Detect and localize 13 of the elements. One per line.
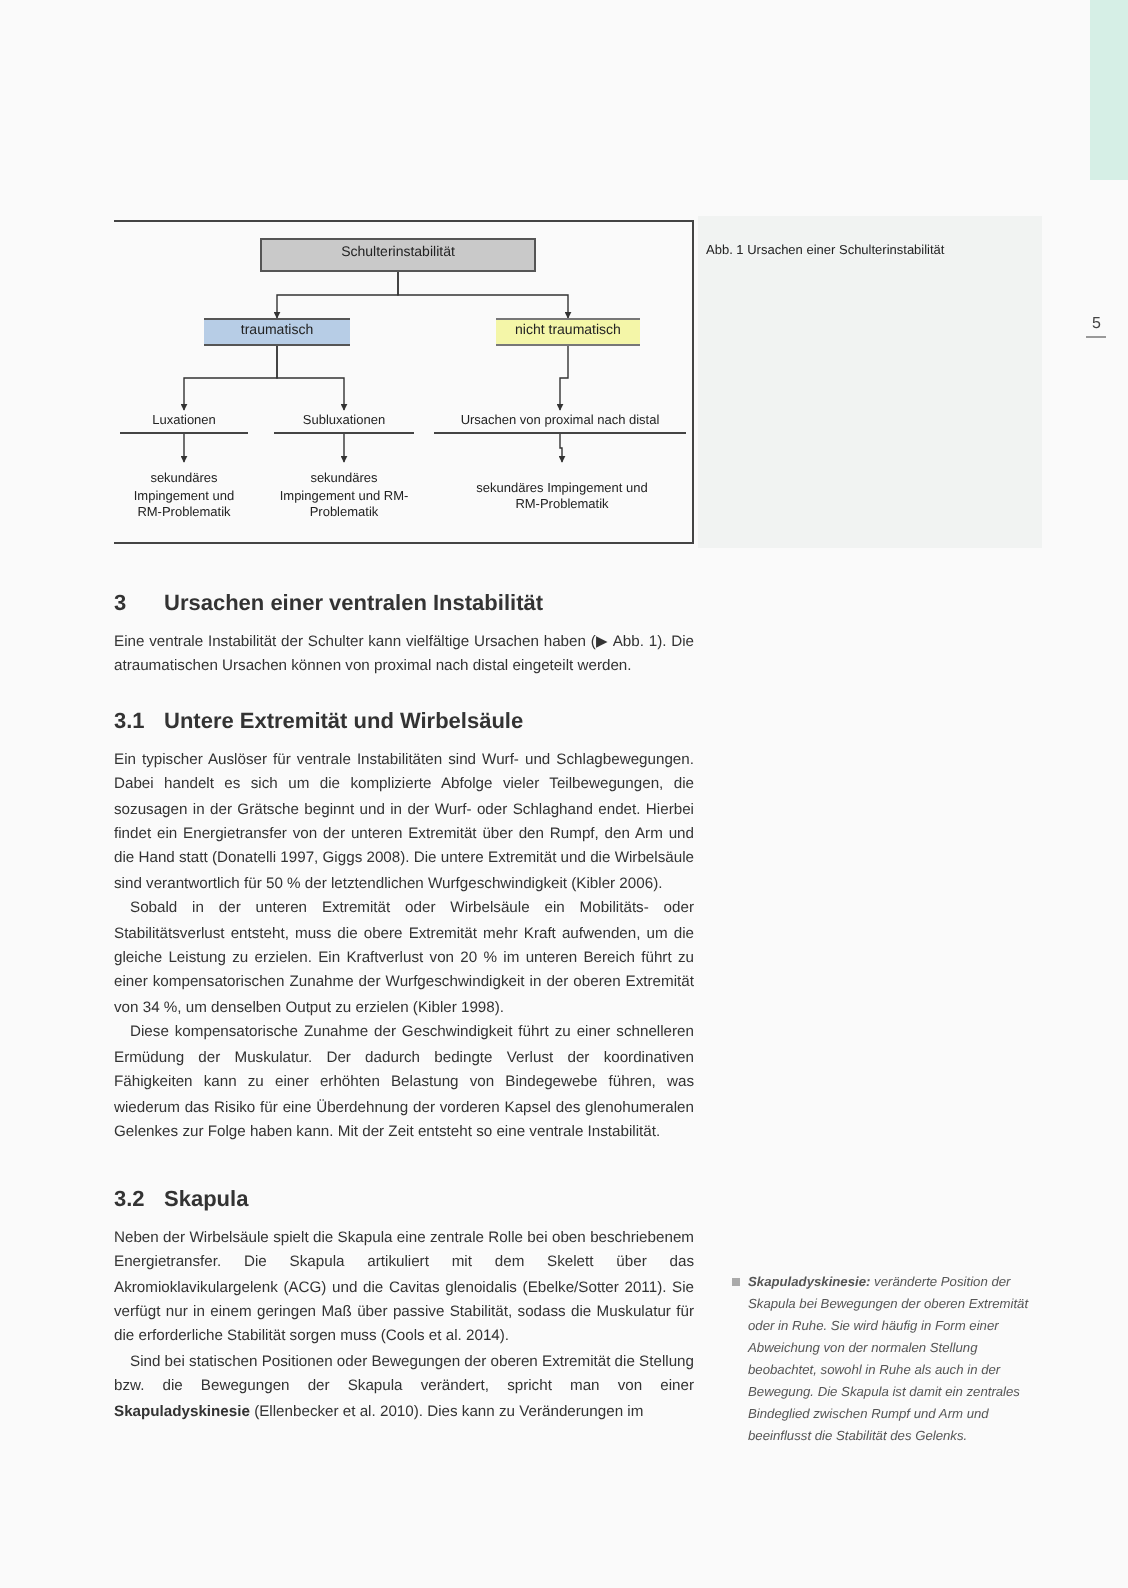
section-number: 3: [114, 590, 129, 620]
section-heading: Untere Extremität und Wirbelsäule: [164, 708, 524, 739]
connector-arrow: [340, 433, 348, 463]
connector-arrow: [556, 345, 569, 411]
section-heading: Ursachen einer ventralen Instabilität: [164, 590, 544, 620]
section-number: 3.1: [114, 708, 147, 739]
page-number: 5: [1086, 312, 1107, 338]
section-heading: Skapula: [164, 1186, 249, 1217]
connector-arrow: [276, 345, 348, 411]
connector-arrow: [558, 433, 566, 463]
section-number: 3.2: [114, 1186, 147, 1217]
connector-arrow: [180, 433, 188, 463]
connector-arrow: [397, 271, 572, 319]
